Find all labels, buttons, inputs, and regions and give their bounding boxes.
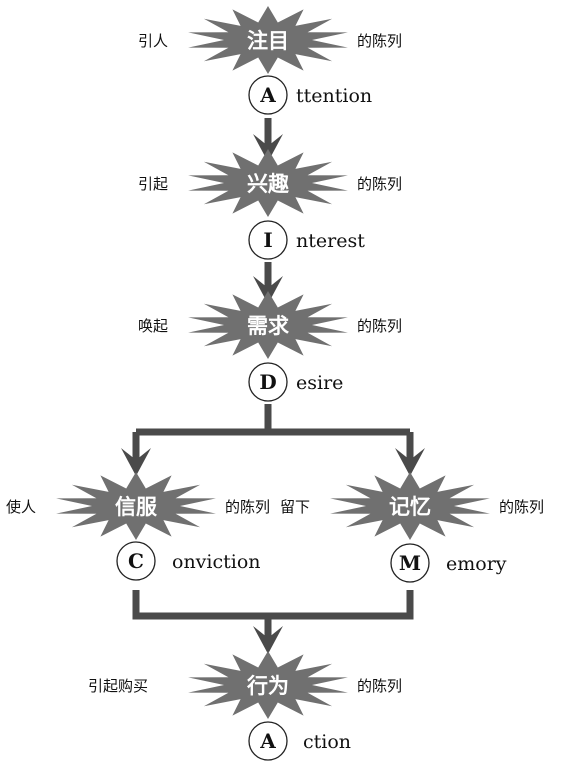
stage-letter: D	[259, 370, 276, 394]
stage-letter: C	[128, 549, 144, 573]
stage-letter: I	[263, 228, 272, 252]
stage-prefix: 使人	[6, 498, 36, 516]
stage-prefix: 引起购买	[88, 677, 148, 695]
starburst-shape	[188, 149, 348, 217]
stage-letter: A	[259, 729, 276, 753]
stage-title: 需求	[247, 314, 289, 338]
stage-word: onviction	[172, 551, 261, 573]
stage-letter: M	[399, 551, 421, 575]
stage-word: ction	[303, 731, 351, 753]
stage-prefix: 引起	[138, 175, 168, 193]
stage-word: esire	[296, 372, 343, 394]
merge-line	[132, 590, 414, 640]
stage-prefix: 留下	[280, 498, 310, 516]
letter-circle	[116, 541, 156, 581]
stage-suffix: 的陈列	[357, 175, 402, 193]
stage-title: 行为	[246, 674, 289, 698]
arrowheads	[121, 134, 425, 654]
stage-title: 兴趣	[247, 172, 290, 196]
stage-suffix: 的陈列	[225, 498, 270, 516]
stage-suffix: 的陈列	[357, 32, 402, 50]
stage-word: ttention	[296, 85, 372, 107]
stage-title: 记忆	[389, 495, 431, 519]
starburst-shape	[56, 472, 216, 540]
branch-line	[132, 404, 414, 460]
arrowhead-icon	[253, 134, 283, 162]
starburst-shape	[188, 651, 348, 719]
stage-prefix: 引人	[138, 32, 168, 50]
letter-circle	[390, 543, 430, 583]
arrowhead-icon	[253, 276, 283, 304]
stage-title: 信服	[115, 495, 158, 519]
arrowhead-icon	[121, 448, 151, 476]
stage-suffix: 的陈列	[499, 498, 544, 516]
stage-word: emory	[446, 553, 507, 575]
letter-circle	[248, 75, 288, 115]
stage-title: 注目	[247, 29, 289, 53]
starburst-shape	[188, 6, 348, 74]
connectors	[132, 118, 414, 640]
stage-word: nterest	[296, 230, 365, 252]
letter-circle	[248, 721, 288, 761]
letter-circle	[248, 220, 288, 260]
stage-prefix: 唤起	[138, 317, 168, 335]
arrowhead-icon	[395, 448, 425, 476]
starburst-shape	[330, 472, 490, 540]
stage-letter: A	[259, 83, 276, 107]
stage-suffix: 的陈列	[357, 317, 402, 335]
arrowhead-icon	[253, 626, 283, 654]
letter-circle	[248, 362, 288, 402]
stage-suffix: 的陈列	[357, 677, 402, 695]
starburst-shape	[188, 291, 348, 359]
